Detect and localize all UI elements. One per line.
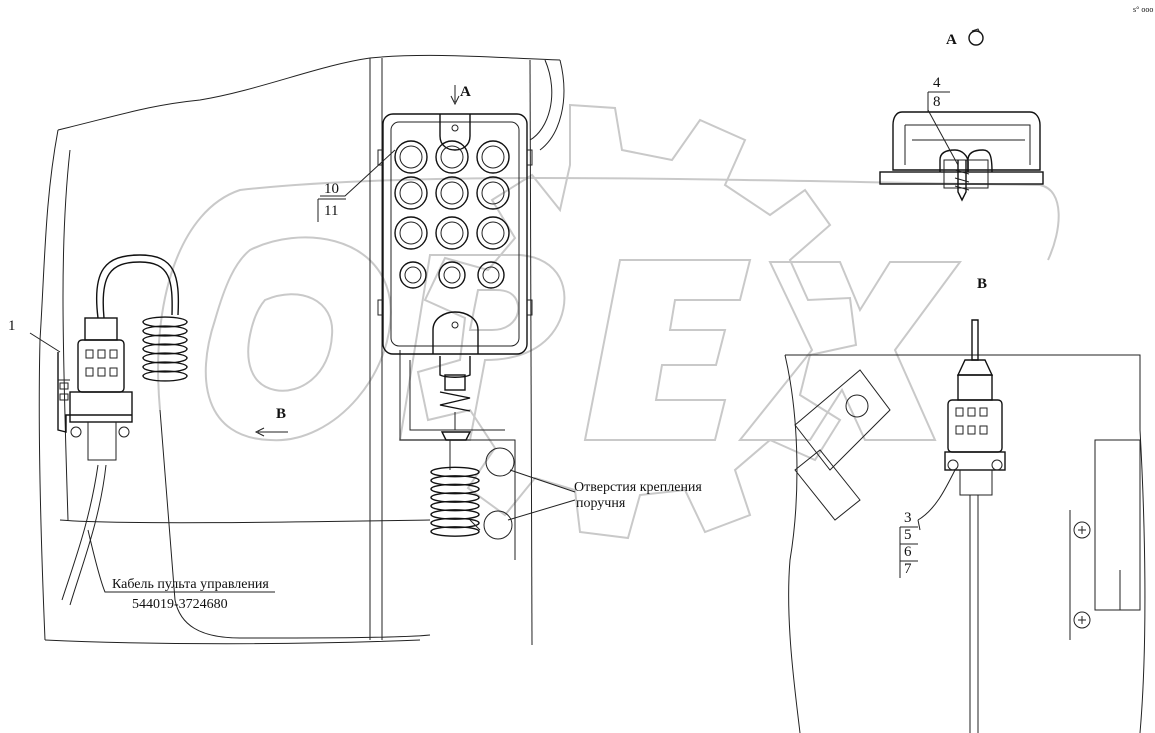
label-b-arrow: B [276,406,286,422]
panel-button-2 [435,140,469,174]
callout-8: 8 [933,94,941,110]
panel-bottom-tab [432,311,479,354]
handrail-hole-lower [483,510,513,540]
spiral-coil [430,509,480,520]
panel-button-ring-5 [440,181,464,205]
spiral-coil [430,492,480,503]
label-b-view: B [977,276,987,292]
watermark-gear [416,103,858,540]
spiral-coil [430,500,480,512]
callout-5: 5 [904,527,912,543]
panel-button-ring-8 [440,221,464,245]
note-holes-line1: Отверстия крепления [574,480,702,495]
watermark [157,103,1060,540]
labels: A A B B 1 10 11 4 8 3 5 6 7 Отверстия кр… [8,5,1153,612]
spiral-coil [142,334,188,346]
panel-button-ring-9 [481,221,505,245]
panel-button-ring-10 [404,266,422,284]
spiral-coil [430,483,480,495]
callout-1: 1 [8,318,16,334]
handrail-hole-upper [485,447,515,477]
cab-outline-left [38,54,565,646]
spiral-coil [142,370,188,382]
corner-mark: s° ooo [1133,5,1153,14]
panel-button-ring-4 [399,181,423,205]
panel-button-7 [394,216,428,250]
leader-lines [320,91,950,531]
panel-button-12 [477,261,505,289]
spiral-coil [142,352,188,364]
callout-7: 7 [904,561,912,577]
spiral-coil [430,475,480,486]
panel-button-6 [476,176,510,210]
panel-button-ring-11 [443,266,461,284]
panel-button-ring-7 [399,221,423,245]
panel-top-tab [439,114,471,151]
view-b-detail [784,319,1146,733]
panel-button-1 [394,140,428,174]
callout-11: 11 [324,203,338,219]
spiral-coil [142,325,188,337]
panel-button-ring-2 [440,145,464,169]
label-a-arrow: A [460,84,471,100]
view-arrows [254,85,460,437]
callout-4: 4 [933,75,941,91]
spiral-coil [142,316,188,328]
watermark-letter-x [737,261,962,441]
panel-button-4 [394,176,428,210]
spiral-coil [142,343,188,355]
watermark-letter-p [398,254,566,441]
spiral-coil [430,526,480,537]
panel-button-ring-3 [481,145,505,169]
note-cable-line2: 544019-3724680 [132,597,228,612]
panel-button-ring-12 [482,266,500,284]
panel-button-ring-6 [481,181,505,205]
panel-button-11 [438,261,466,289]
note-cable-line1: Кабель пульта управления [112,577,269,592]
label-a-view: A [946,32,957,48]
watermark-letter-e [583,259,752,441]
control-panel [377,113,533,355]
view-a-detail [879,28,1044,202]
panel-body [382,113,528,355]
panel-buttons [394,140,510,289]
spiral-coil [430,466,480,478]
socket-left [29,254,275,606]
panel-button-8 [435,216,469,250]
callout-10: 10 [324,181,339,197]
panel-button-3 [476,140,510,174]
panel-button-9 [476,216,510,250]
spiral-coil [142,361,188,373]
callout-3: 3 [904,510,912,526]
watermark-letter-o [204,236,392,442]
panel-cable [430,356,515,540]
panel-spiral-cable [430,466,480,537]
spiral-coil [430,517,480,529]
panel-button-ring-1 [399,145,423,169]
cab-outline-curve [57,54,561,131]
callout-6: 6 [904,544,912,560]
socket-left-spiral-cable [142,316,188,382]
note-holes-line2: поручня [576,496,626,511]
panel-button-10 [399,261,427,289]
panel-button-5 [435,176,469,210]
